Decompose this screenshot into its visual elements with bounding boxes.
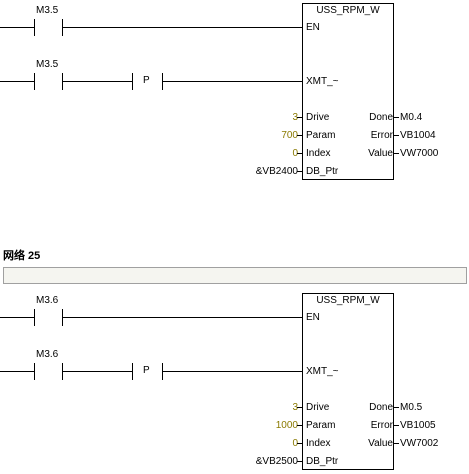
error-value[interactable]: VB1005	[400, 420, 436, 431]
power-rail-wire	[0, 317, 34, 318]
db-ptr-value[interactable]: &VB2500	[255, 456, 298, 467]
pin-stub	[297, 443, 302, 444]
pin-stub	[394, 153, 399, 154]
xmt-pin: XMT_~	[306, 366, 339, 377]
pin-stub	[394, 135, 399, 136]
error-value[interactable]: VB1004	[400, 130, 436, 141]
pin-stub	[297, 461, 302, 462]
en-pin: EN	[306, 22, 320, 33]
index-pin: Index	[306, 438, 331, 449]
db-ptr-pin: DB_Ptr	[306, 456, 339, 467]
positive-edge-label[interactable]: P	[143, 365, 150, 376]
contact-left-bar[interactable]	[34, 363, 35, 380]
drive-pin: Drive	[306, 402, 330, 413]
en-wire	[62, 27, 302, 28]
pin-stub	[394, 407, 399, 408]
done-pin: Done	[369, 402, 393, 413]
pin-stub	[394, 117, 399, 118]
block-title: USS_RPM_W	[316, 5, 380, 16]
pin-stub	[297, 171, 302, 172]
drive-pin: Drive	[306, 112, 330, 123]
error-pin: Error	[370, 420, 393, 431]
xmt-wire	[162, 371, 302, 372]
db-ptr-value[interactable]: &VB2400	[255, 166, 298, 177]
network-comment-field[interactable]	[3, 267, 467, 284]
value-pin: Value	[368, 148, 393, 159]
value-pin: Value	[368, 438, 393, 449]
pin-stub	[297, 135, 302, 136]
power-rail-wire	[0, 371, 34, 372]
error-pin: Error	[370, 130, 393, 141]
index-value[interactable]: 0	[292, 148, 298, 159]
xmt-wire	[162, 81, 302, 82]
contact-left-bar[interactable]	[34, 19, 35, 36]
contact-left-bar[interactable]	[34, 309, 35, 326]
wire	[62, 81, 132, 82]
edge-left-bar[interactable]	[132, 73, 133, 90]
contact-address[interactable]: M3.6	[36, 295, 59, 306]
positive-edge-label[interactable]: P	[143, 75, 150, 86]
en-wire	[62, 317, 302, 318]
contact-left-bar[interactable]	[34, 73, 35, 90]
done-pin: Done	[369, 112, 393, 123]
en-pin: EN	[306, 312, 320, 323]
xmt-pin: XMT_~	[306, 76, 339, 87]
param-pin: Param	[306, 130, 336, 141]
drive-value[interactable]: 3	[292, 402, 298, 413]
db-ptr-pin: DB_Ptr	[306, 166, 339, 177]
pin-stub	[297, 407, 302, 408]
network-title[interactable]: 网络 25	[3, 250, 41, 262]
uss-rpm-w-block[interactable]	[302, 3, 394, 180]
block-title: USS_RPM_W	[316, 295, 380, 306]
value-value[interactable]: VW7000	[400, 148, 439, 159]
drive-value[interactable]: 3	[292, 112, 298, 123]
contact-address[interactable]: M3.5	[36, 5, 59, 16]
pin-stub	[297, 425, 302, 426]
pin-stub	[394, 443, 399, 444]
contact-address[interactable]: M3.5	[36, 59, 59, 70]
power-rail-wire	[0, 81, 34, 82]
pin-stub	[297, 153, 302, 154]
done-value[interactable]: M0.5	[400, 402, 423, 413]
param-pin: Param	[306, 420, 336, 431]
index-pin: Index	[306, 148, 331, 159]
index-value[interactable]: 0	[292, 438, 298, 449]
param-value[interactable]: 1000	[275, 420, 298, 431]
pin-stub	[297, 117, 302, 118]
pin-stub	[394, 425, 399, 426]
param-value[interactable]: 700	[281, 130, 298, 141]
contact-address[interactable]: M3.6	[36, 349, 59, 360]
power-rail-wire	[0, 27, 34, 28]
wire	[62, 371, 132, 372]
value-value[interactable]: VW7002	[400, 438, 439, 449]
uss-rpm-w-block[interactable]	[302, 293, 394, 470]
edge-left-bar[interactable]	[132, 363, 133, 380]
done-value[interactable]: M0.4	[400, 112, 423, 123]
